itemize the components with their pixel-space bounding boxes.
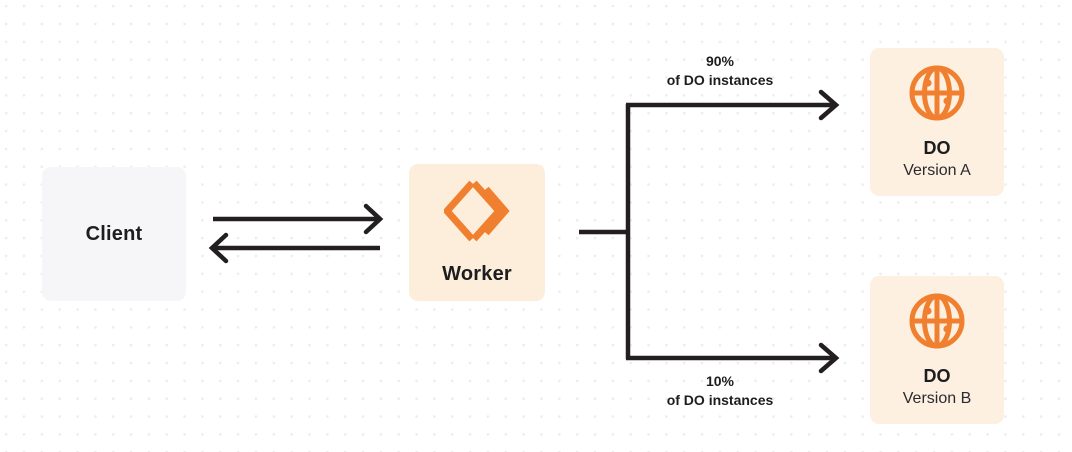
node-do-version-b-sublabel: Version B [902, 390, 972, 408]
node-client[interactable]: Client [42, 167, 186, 301]
node-worker[interactable]: Worker [409, 164, 545, 301]
connector-worker-split [579, 104, 631, 359]
edge-label-do-a-description: of DO instances [666, 71, 774, 88]
node-do-version-a[interactable]: DO Version A [870, 48, 1004, 196]
node-do-version-a-sublabel: Version A [903, 162, 971, 180]
arrow-worker-to-do-a [626, 89, 840, 121]
arrow-worker-to-client [208, 232, 380, 264]
globe-icon [907, 291, 967, 356]
node-worker-label: Worker [442, 263, 512, 285]
edge-label-do-a: 90% of DO instances [595, 52, 845, 90]
node-do-version-b[interactable]: DO Version B [870, 276, 1004, 424]
node-do-version-a-label: DO [923, 138, 951, 159]
arrow-client-to-worker [213, 203, 384, 235]
edge-label-do-a-percent: 90% [705, 53, 735, 69]
edge-label-do-b-percent: 10% [705, 373, 735, 389]
worker-chevrons-icon [442, 180, 510, 247]
edge-label-do-b: 10% of DO instances [595, 372, 845, 410]
arrow-worker-to-do-b [626, 342, 840, 374]
edge-label-do-b-description: of DO instances [666, 391, 774, 408]
node-do-version-b-label: DO [923, 366, 951, 387]
globe-icon [907, 63, 967, 128]
node-client-label: Client [85, 223, 143, 245]
